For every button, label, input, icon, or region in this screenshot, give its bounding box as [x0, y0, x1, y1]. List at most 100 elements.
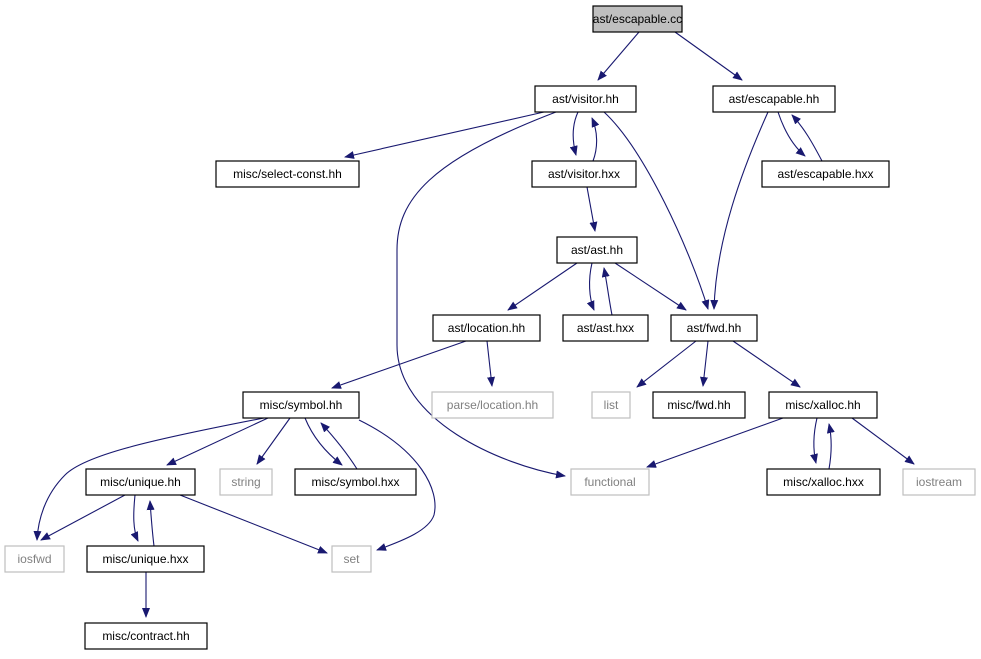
node-box	[84, 622, 208, 650]
node-ast-location-hh[interactable]: ast/location.hh	[432, 314, 541, 342]
nodes-layer: ast/escapable.cc ast/visitor.hh ast/escapa…	[4, 5, 976, 650]
node-label: functional	[584, 475, 635, 489]
node-box	[85, 468, 196, 496]
edge-misc-symbol-hh-to-misc-symbol-hxx	[304, 417, 343, 466]
node-box	[431, 391, 554, 419]
node-label: string	[231, 475, 260, 489]
edge-ast-escapable-cc-to-ast-escapable-hh	[674, 31, 743, 81]
node-label: misc/contract.hh	[102, 629, 189, 643]
node-label: ast/escapable.hxx	[777, 167, 873, 181]
node-label: ast/escapable.cc	[593, 12, 682, 26]
edge-ast-escapable-hh-to-ast-fwd-hh	[710, 111, 769, 310]
edge-misc-xalloc-hxx-to-misc-xalloc-hh	[826, 423, 835, 470]
node-misc-contract-hh[interactable]: misc/contract.hh	[84, 622, 208, 650]
node-box	[712, 85, 836, 113]
node-ast-escapable-hxx[interactable]: ast/escapable.hxx	[761, 160, 890, 188]
edge-ast-fwd-hh-to-misc-fwd-hh	[700, 340, 709, 387]
node-iosfwd: iosfwd	[4, 545, 65, 573]
node-label: misc/xalloc.hxx	[783, 475, 864, 489]
node-label: misc/fwd.hh	[667, 398, 730, 412]
node-box	[219, 468, 273, 496]
node-ast-fwd-hh[interactable]: ast/fwd.hh	[670, 314, 758, 342]
edge-misc-xalloc-hh-to-functional	[646, 417, 784, 468]
node-label: misc/symbol.hxx	[311, 475, 399, 489]
node-box	[215, 160, 360, 188]
node-set: set	[331, 545, 372, 573]
edge-ast-location-hh-to-parse-location-hh	[486, 340, 495, 387]
node-label: iosfwd	[17, 552, 51, 566]
node-box	[768, 391, 878, 419]
edge-ast-fwd-hh-to-list	[636, 340, 697, 388]
node-list: list	[591, 391, 631, 419]
node-box	[534, 85, 637, 113]
node-box	[242, 391, 360, 419]
node-functional: functional	[570, 468, 650, 496]
node-ast-ast-hh[interactable]: ast/ast.hh	[556, 236, 638, 264]
node-box	[294, 468, 417, 496]
node-misc-xalloc-hh[interactable]: misc/xalloc.hh	[768, 391, 878, 419]
edge-misc-symbol-hh-to-string	[256, 417, 291, 465]
node-box	[570, 468, 650, 496]
edge-misc-symbol-hh-to-misc-unique-hh	[166, 417, 269, 466]
node-box	[86, 545, 205, 573]
edge-ast-ast-hh-to-ast-location-hh	[507, 262, 578, 311]
edge-misc-unique-hh-to-misc-unique-hxx	[130, 494, 139, 542]
node-misc-unique-hh[interactable]: misc/unique.hh	[85, 468, 196, 496]
node-box	[902, 468, 976, 496]
node-label: iostream	[916, 475, 962, 489]
edge-ast-ast-hh-to-ast-fwd-hh	[614, 262, 687, 311]
node-misc-fwd-hh[interactable]: misc/fwd.hh	[652, 391, 746, 419]
node-ast-ast-hxx[interactable]: ast/ast.hxx	[562, 314, 649, 342]
edge-ast-escapable-hh-to-ast-escapable-hxx	[777, 111, 806, 157]
node-label: ast/ast.hh	[571, 243, 623, 257]
edges-layer	[33, 31, 915, 618]
node-ast-visitor-hxx[interactable]: ast/visitor.hxx	[531, 160, 637, 188]
node-label: ast/fwd.hh	[687, 321, 742, 335]
node-box	[652, 391, 746, 419]
edge-misc-symbol-hxx-to-misc-symbol-hh	[320, 422, 358, 470]
node-label: ast/escapable.hh	[729, 92, 820, 106]
edge-misc-unique-hh-to-iosfwd	[40, 494, 126, 541]
edge-misc-xalloc-hh-to-misc-xalloc-hxx	[810, 417, 818, 464]
node-label: misc/unique.hh	[100, 475, 181, 489]
node-misc-xalloc-hxx[interactable]: misc/xalloc.hxx	[766, 468, 881, 496]
edge-misc-xalloc-hh-to-iostream	[851, 417, 915, 465]
node-box	[591, 391, 631, 419]
edge-ast-location-hh-to-misc-symbol-hh	[331, 340, 467, 389]
node-misc-select-const-hh[interactable]: misc/select-const.hh	[215, 160, 360, 188]
node-box	[670, 314, 758, 342]
node-misc-symbol-hh[interactable]: misc/symbol.hh	[242, 391, 360, 419]
edge-ast-escapable-cc-to-ast-visitor-hh	[597, 31, 640, 81]
node-parse-location-hh: parse/location.hh	[431, 391, 554, 419]
edge-ast-escapable-hxx-to-ast-escapable-hh	[791, 114, 823, 162]
edge-ast-visitor-hh-to-ast-fwd-hh	[603, 111, 710, 310]
edge-ast-fwd-hh-to-misc-xalloc-hh	[732, 340, 801, 388]
node-label: ast/visitor.hxx	[548, 167, 620, 181]
edge-ast-visitor-hh-to-functional	[396, 111, 566, 479]
node-ast-escapable-cc[interactable]: ast/escapable.cc	[592, 5, 683, 33]
node-box	[556, 236, 638, 264]
node-ast-escapable-hh[interactable]: ast/escapable.hh	[712, 85, 836, 113]
node-label: misc/unique.hxx	[102, 552, 188, 566]
node-ast-visitor-hh[interactable]: ast/visitor.hh	[534, 85, 637, 113]
node-misc-symbol-hxx[interactable]: misc/symbol.hxx	[294, 468, 417, 496]
node-label: ast/ast.hxx	[577, 321, 634, 335]
node-box	[766, 468, 881, 496]
node-box	[331, 545, 372, 573]
node-box	[4, 545, 65, 573]
edge-ast-visitor-hxx-to-ast-ast-hh	[586, 186, 598, 232]
edge-ast-visitor-hxx-to-ast-visitor-hh	[591, 117, 600, 162]
node-label: ast/location.hh	[448, 321, 525, 335]
node-box	[432, 314, 541, 342]
edge-ast-ast-hxx-to-ast-ast-hh	[601, 267, 613, 316]
node-string: string	[219, 468, 273, 496]
edge-misc-symbol-hh-to-iosfwd	[33, 417, 265, 541]
node-iostream: iostream	[902, 468, 976, 496]
node-label: misc/select-const.hh	[233, 167, 342, 181]
node-label: misc/symbol.hh	[260, 398, 343, 412]
node-misc-unique-hxx[interactable]: misc/unique.hxx	[86, 545, 205, 573]
edge-misc-unique-hh-to-set	[179, 494, 328, 554]
node-label: ast/visitor.hh	[552, 92, 619, 106]
node-box	[592, 5, 683, 33]
